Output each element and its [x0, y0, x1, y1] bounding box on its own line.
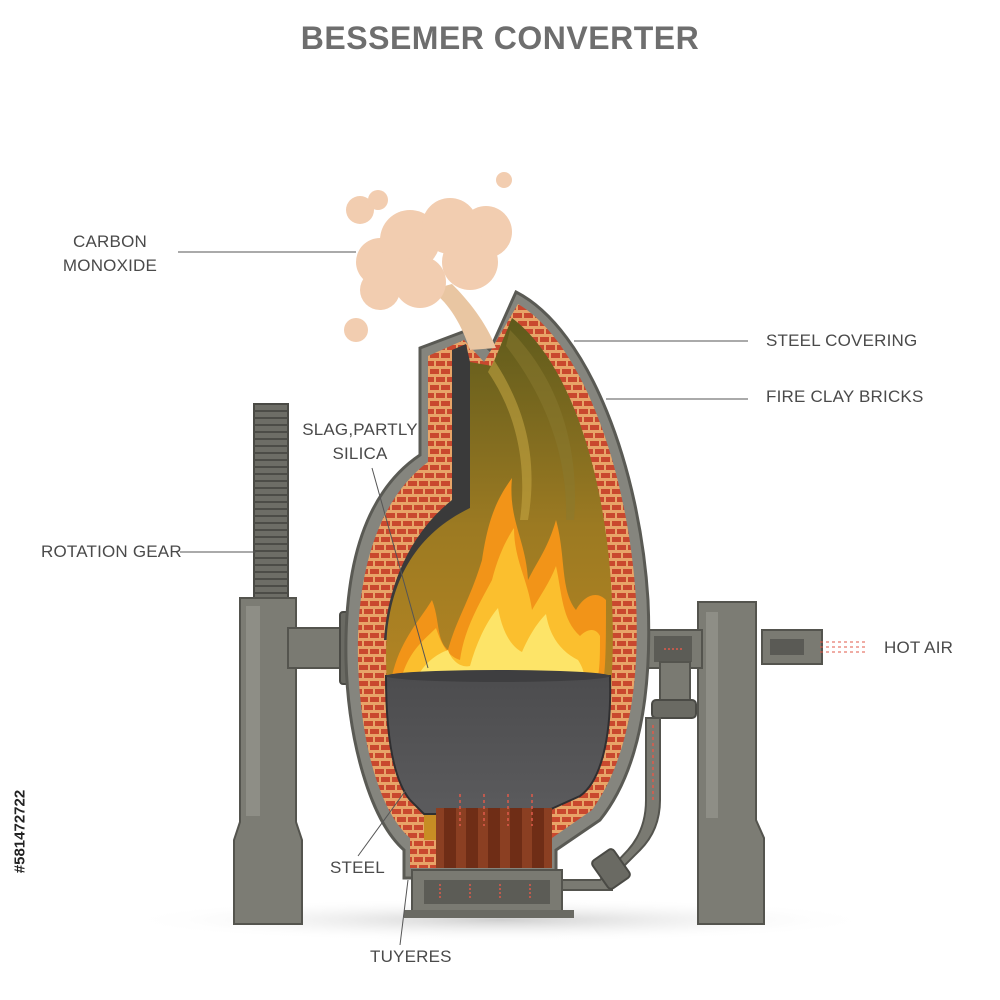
label-carbon-line-1: CARBON — [73, 232, 147, 251]
leader-lines — [178, 251, 748, 946]
tuyeres-nozzles — [436, 794, 552, 868]
label-steel-covering: STEEL COVERING — [766, 331, 918, 350]
stock-id-text: #581472722 — [11, 789, 29, 874]
stock-watermark-id: #581472722 — [8, 770, 32, 900]
label-slag-line-1: SLAG,PARTLY — [302, 420, 418, 439]
wind-box — [404, 869, 574, 918]
molten-steel — [384, 675, 612, 815]
left-trunnion — [287, 627, 349, 669]
left-stand — [233, 403, 357, 925]
label-fire-clay-bricks: FIRE CLAY BRICKS — [766, 387, 924, 406]
label-monoxide-line-2: MONOXIDE — [62, 256, 158, 275]
label-slag: SLAG,PARTLY SILICA — [300, 418, 420, 466]
label-rotation-gear: ROTATION GEAR — [41, 542, 182, 561]
carbon-monoxide-smoke — [344, 172, 512, 350]
ground-shadow — [120, 898, 880, 942]
label-tuyeres: TUYERES — [370, 947, 452, 966]
rotation-gear-rack — [253, 403, 289, 630]
label-hot-air: HOT AIR — [884, 638, 954, 657]
label-slag-line-2: SILICA — [332, 444, 388, 463]
label-steel: STEEL — [330, 858, 385, 877]
flames — [392, 478, 606, 676]
right-stand — [645, 601, 866, 925]
label-carbon-monoxide: CARBON MONOXIDE — [55, 230, 165, 278]
page-title: BESSEMER CONVERTER — [300, 20, 700, 56]
